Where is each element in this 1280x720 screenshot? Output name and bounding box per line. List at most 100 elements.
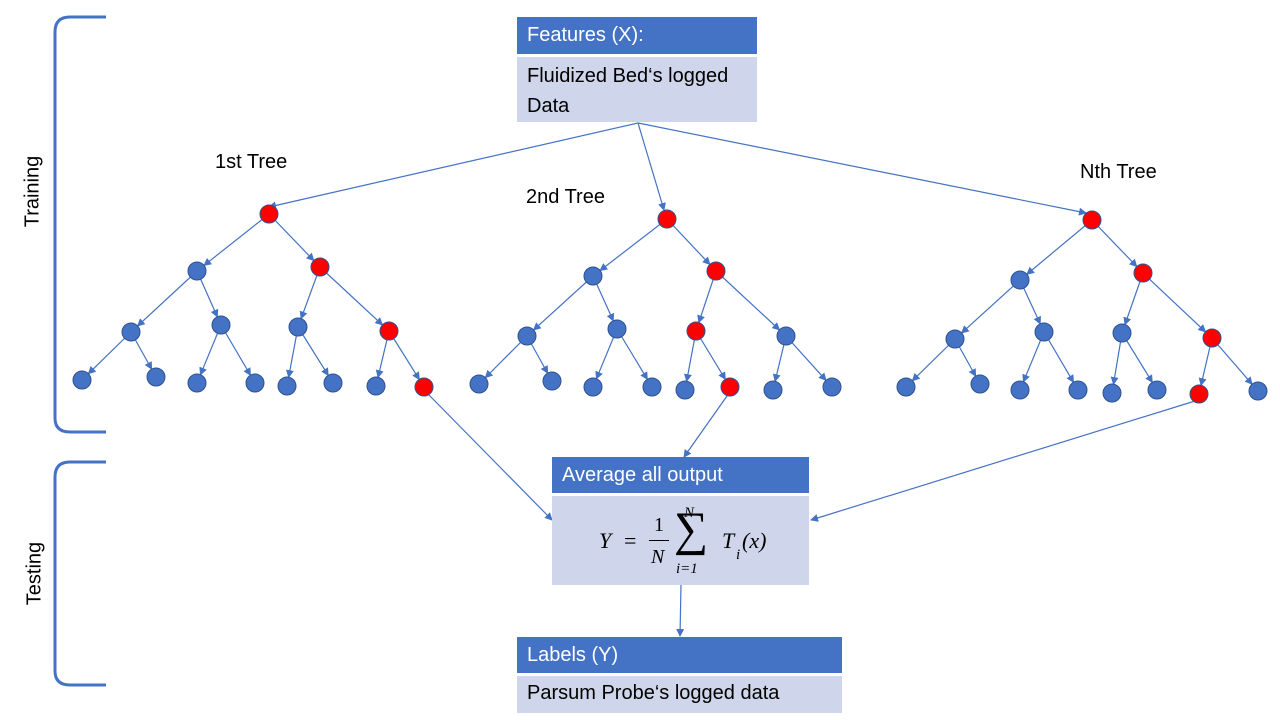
tree-1-path-node [310, 257, 330, 277]
testing-label: Testing [23, 541, 46, 606]
tree-1-edge [268, 213, 315, 262]
tree-3-node [1102, 383, 1122, 403]
tree-label-1: 1st Tree [215, 151, 288, 173]
tree-2-node [542, 371, 562, 391]
tree-1-edge [87, 331, 132, 375]
tree-3-edge [1043, 331, 1074, 384]
tree-2-node [583, 377, 603, 397]
formula-eq: = [624, 528, 637, 553]
tree-3-node [1034, 322, 1054, 342]
tree-1-node [245, 373, 265, 393]
tree-3-edge [1091, 219, 1138, 268]
tree-3-path-node [1133, 263, 1153, 283]
tree-2-node [583, 266, 603, 286]
average-to-labels-arrow [676, 584, 685, 637]
features-to-tree-1-arrow [268, 122, 639, 210]
tree-1-node [288, 317, 308, 337]
average-formula-box: Y = 1 N N ∑ i=1 T i (x) [552, 496, 809, 585]
tree-1-node [146, 367, 166, 387]
tree-3-edge [1211, 337, 1253, 385]
tree-n-to-average-arrow [810, 400, 1196, 522]
tree-2-edge [599, 218, 668, 272]
tree-3-path-node [1082, 210, 1102, 230]
tree-3-node [1010, 380, 1030, 400]
tree-3-node [1147, 380, 1167, 400]
training-label: Training [21, 155, 44, 228]
tree-3-path-node [1202, 328, 1222, 348]
tree-2-path-node [686, 321, 706, 341]
tree-2-edge [715, 270, 781, 331]
features-header: Features (X): [517, 17, 757, 54]
tree-1-node [277, 376, 297, 396]
tree-2-to-average-arrow [683, 395, 728, 458]
tree-2-edge [532, 275, 594, 331]
average-header: Average all output [552, 457, 809, 493]
tree-1-node [72, 370, 92, 390]
labels-body: Parsum Probe‘s logged data [517, 676, 842, 713]
tree-3-edge [1121, 332, 1153, 384]
tree-label-n: Nth Tree [1080, 161, 1157, 183]
tree-3-node [945, 329, 965, 349]
formula-term: T [722, 528, 735, 553]
tree-label-2: 2nd Tree [526, 186, 605, 208]
tree-3-edge [911, 338, 956, 382]
tree-1-path-node [414, 377, 434, 397]
tree-3-path-node [1189, 384, 1209, 404]
formula-sum-lower: i=1 [676, 561, 698, 577]
tree-3-node [896, 377, 916, 397]
training-bracket [53, 15, 106, 434]
tree-1-edge [203, 213, 270, 267]
testing-bracket [53, 460, 106, 687]
tree-2-node [776, 326, 796, 346]
tree-2-node [517, 326, 537, 346]
tree-2-node [675, 380, 695, 400]
features-body: Fluidized Bed‘s logged Data [517, 57, 757, 122]
tree-2-path-node [706, 261, 726, 281]
tree-1-edge [319, 266, 384, 326]
tree-1-node [121, 322, 141, 342]
tree-1-node [366, 376, 386, 396]
tree-1-node [187, 373, 207, 393]
formula-fraction-bar [649, 540, 669, 541]
tree-3-node [1010, 270, 1030, 290]
features-to-tree-2-arrow [637, 122, 666, 211]
tree-2-path-node [657, 209, 677, 229]
tree-2-edge [616, 328, 648, 381]
tree-3-node [1248, 381, 1268, 401]
tree-2-edge [484, 335, 528, 379]
tree-1-edge [297, 326, 329, 377]
tree-1-edge [136, 270, 198, 327]
tree-3-node [970, 374, 990, 394]
tree-3-edge [1142, 272, 1207, 333]
tree-1-node [323, 373, 343, 393]
formula-sum-sign: ∑ [674, 503, 709, 556]
tree-2-node [642, 377, 662, 397]
tree-1-node [211, 315, 231, 335]
labels-header: Labels (Y) [517, 637, 842, 673]
tree-1-to-average-arrow [427, 393, 553, 521]
tree-2-node [469, 374, 489, 394]
formula-lhs: Y [599, 528, 612, 553]
formula-term-arg: (x) [742, 528, 767, 553]
tree-2-node [607, 319, 627, 339]
formula-term-sub: i [736, 547, 741, 563]
tree-2-node [822, 377, 842, 397]
tree-2-edge [666, 218, 711, 266]
tree-1-edge [388, 330, 420, 381]
formula-sum-upper: N [684, 505, 695, 521]
tree-3-node [1112, 323, 1132, 343]
tree-1-path-node [379, 321, 399, 341]
tree-3-edge [960, 279, 1021, 334]
features-to-tree-n-arrow [637, 122, 1087, 216]
tree-3-edge [1026, 219, 1093, 275]
tree-1-node [187, 261, 207, 281]
formula-numerator: 1 [654, 514, 664, 536]
tree-1-path-node [259, 204, 279, 224]
tree-2-node [763, 380, 783, 400]
tree-2-edge [785, 335, 827, 382]
tree-3-node [1068, 380, 1088, 400]
tree-2-path-node [720, 377, 740, 397]
formula-denominator: N [651, 546, 665, 568]
tree-1-edge [220, 324, 251, 377]
